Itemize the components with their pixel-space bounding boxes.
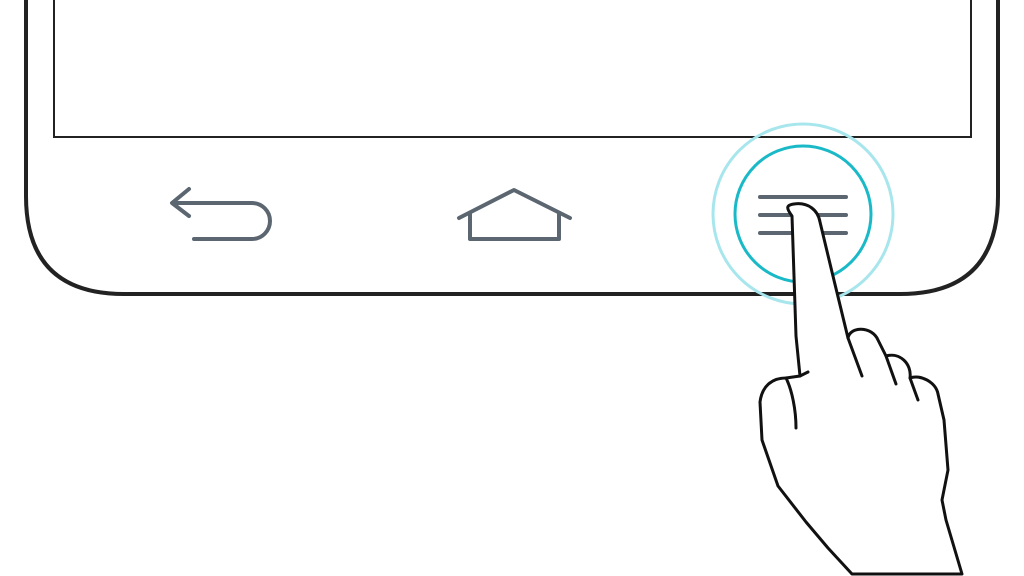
home-button[interactable]	[450, 180, 580, 250]
home-icon	[457, 188, 572, 241]
back-arrow-icon	[170, 187, 272, 241]
phone-body	[24, 0, 1000, 296]
hand-detail-lines	[784, 336, 920, 430]
phone-screen	[53, 0, 972, 138]
back-button[interactable]	[160, 180, 285, 250]
hand-pointer-icon	[758, 202, 964, 576]
